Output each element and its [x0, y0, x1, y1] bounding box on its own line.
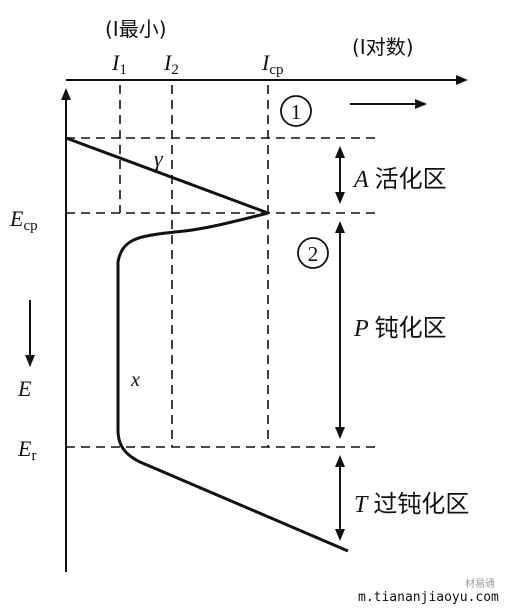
- circle-1-label: 1: [291, 100, 302, 124]
- label-icp: Icp: [261, 50, 284, 78]
- circle-2: [297, 237, 329, 269]
- label-gamma: γ: [154, 146, 164, 171]
- circle-2-label: 2: [308, 242, 319, 266]
- label-i-log: (I对数): [352, 35, 414, 59]
- watermark-url: m.tiananjiaoyu.com: [358, 590, 499, 605]
- label-er: Er: [17, 436, 36, 464]
- label-i1: I1: [111, 50, 127, 78]
- label-i2: I2: [163, 50, 179, 78]
- label-i-min: (I最小): [105, 17, 167, 41]
- circle-1: [280, 95, 312, 127]
- label-e-axis: E: [17, 376, 32, 401]
- label-x: x: [130, 369, 140, 391]
- polarization-curve: [65, 136, 349, 553]
- label-ecp: Ecp: [9, 206, 38, 234]
- watermark-badge: 材易通: [465, 577, 495, 590]
